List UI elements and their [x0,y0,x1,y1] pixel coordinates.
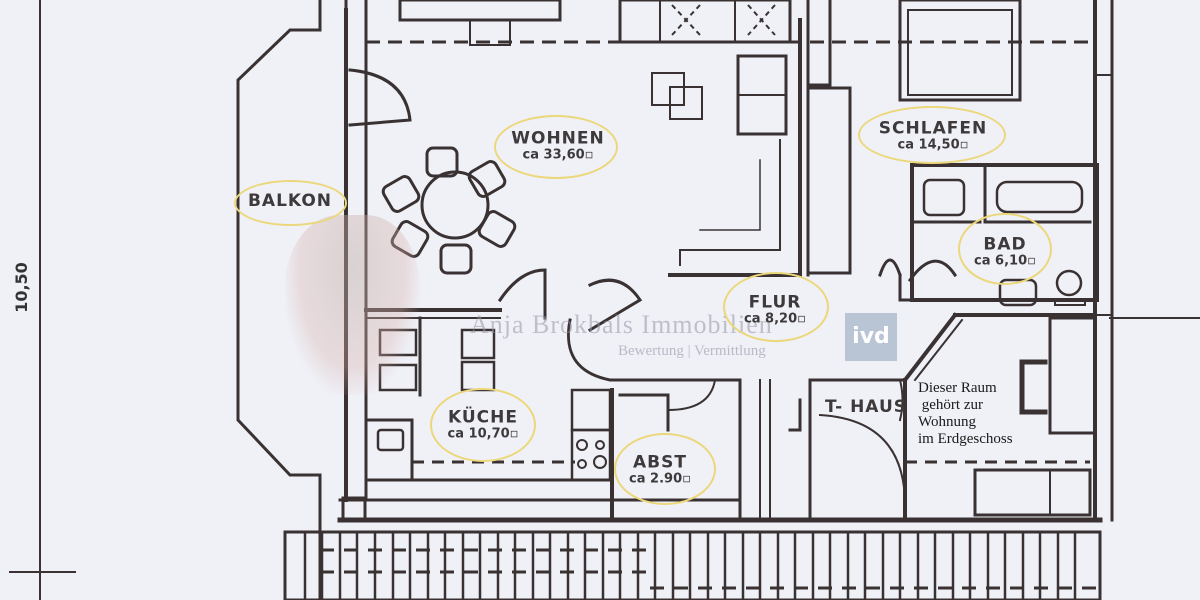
room-note: Dieser Raum gehört zur Wohnung im Erdges… [918,380,1013,448]
room-area: ca 6,10▫ [974,253,1036,269]
room-area: ca 10,70▫ [447,426,519,442]
highlight-bad [958,213,1052,285]
note-line: Wohnung [918,414,976,430]
room-name: WOHNEN [511,128,605,149]
room-label-flur: FLUR ca 8,20▫ [744,292,806,327]
agent-photo-watermark [285,215,420,395]
room-area: ca 2.90▫ [629,471,691,487]
room-name: T- HAUS [825,397,907,418]
room-area: ca 14,50▫ [897,137,969,153]
room-label-wohnen: WOHNEN ca 33,60▫ [511,128,605,163]
note-line: Dieser Raum [918,380,997,396]
watermark-tagline: Bewertung | Vermittlung [618,343,766,359]
room-label-schlafen: SCHLAFEN ca 14,50▫ [878,118,988,153]
dimension-label: 10,50 [11,262,31,313]
ivd-badge: ivd [845,313,897,361]
room-area: ca 33,60▫ [522,147,594,163]
room-name: BALKON [247,191,333,212]
room-label-bad: BAD ca 6,10▫ [974,234,1036,269]
room-name: FLUR [748,292,802,313]
room-name: KÜCHE [448,407,518,428]
room-area: ca 8,20▫ [744,311,806,327]
room-label-abst: ABST ca 2.90▫ [629,452,691,487]
highlight-abst [614,433,716,505]
highlight-kueche [430,388,536,462]
room-name: ABST [633,452,687,473]
note-line: gehört zur [918,397,983,413]
room-label-thaus: T- HAUS [825,397,907,418]
note-line: im Erdgeschoss [918,431,1013,447]
room-label-balkon: BALKON [247,191,333,212]
room-name: BAD [983,234,1027,255]
highlight-flur [723,272,829,342]
room-name: SCHLAFEN [878,118,988,139]
highlight-wohnen [494,115,618,179]
highlight-balkon [234,180,347,226]
highlight-schlafen [858,106,1006,164]
room-label-kueche: KÜCHE ca 10,70▫ [447,407,519,442]
watermark-company: Anja Brokbals Immobilien [470,310,773,339]
